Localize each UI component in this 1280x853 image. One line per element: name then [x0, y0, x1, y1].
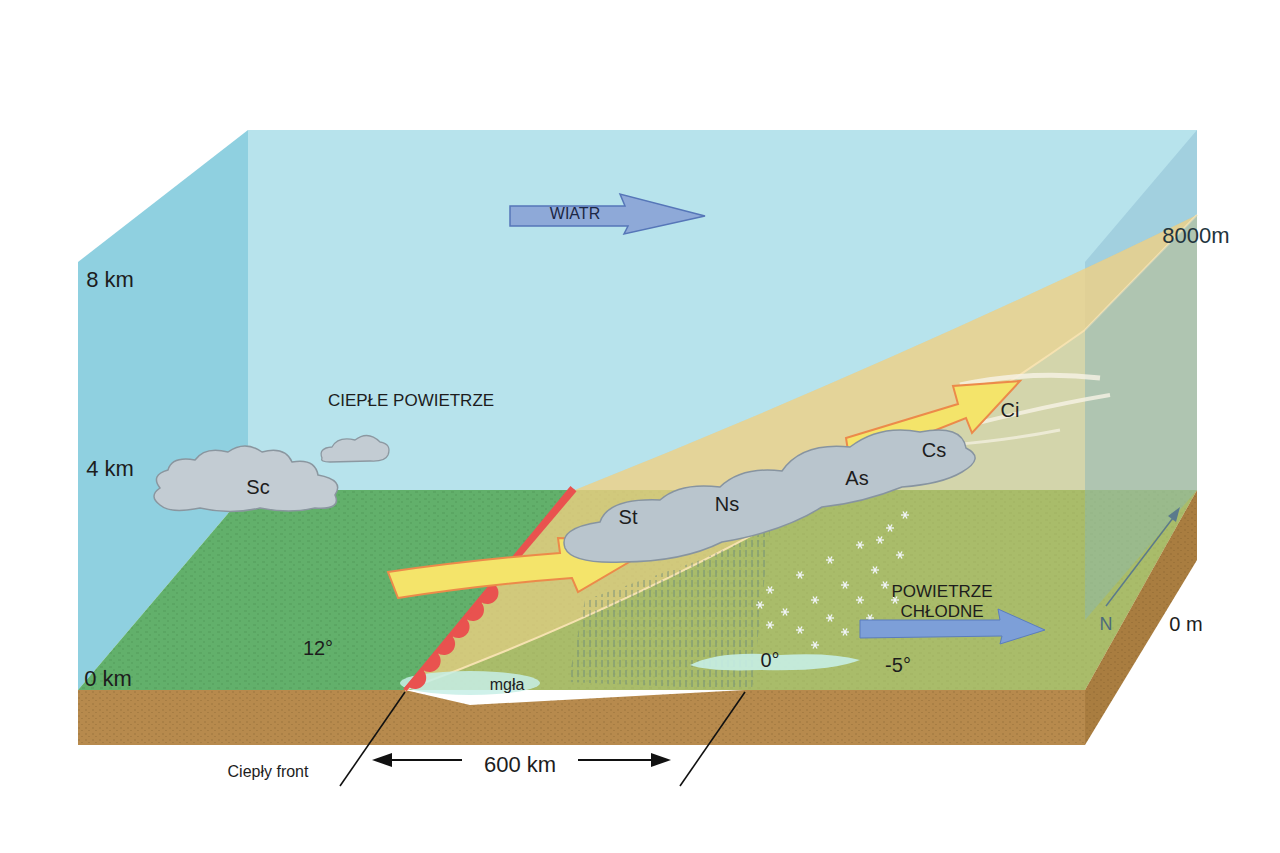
temperature-label: -5° [885, 654, 911, 677]
front-label: Ciepły front [228, 763, 309, 781]
wind-label: WIATR [550, 205, 600, 223]
cloud-label: Sc [246, 476, 269, 499]
snowflake [828, 557, 832, 564]
height-label: 0 km [84, 666, 132, 691]
height-label: 8000m [1162, 223, 1229, 248]
snowflake [798, 627, 802, 634]
snowflake [873, 567, 877, 574]
snowflake [878, 537, 882, 544]
nimbostratus-cloud-system: St Ns As [555, 405, 980, 570]
node-outline [555, 405, 980, 570]
height-label: 0 m [1169, 613, 1202, 636]
snowflake [768, 587, 772, 594]
warm-front-symbol [437, 636, 455, 655]
snowflake [843, 582, 847, 589]
warm-front-symbol [480, 585, 498, 604]
snowflake [783, 609, 787, 616]
cloud-label: St [619, 506, 638, 529]
wind-arrow: WIATR [505, 188, 710, 236]
cloud-label: Cs [922, 439, 946, 462]
warm-front-symbol [451, 619, 469, 638]
snowflake [903, 512, 907, 519]
snowflake [843, 629, 847, 636]
node-outline [145, 425, 355, 520]
warm-front-symbol [466, 602, 484, 621]
compass-label: N [1100, 614, 1113, 635]
snowflake [798, 627, 802, 634]
snowflake [758, 602, 762, 609]
cloud-label: Ci [1001, 399, 1020, 422]
snowflake [873, 567, 877, 574]
snowflake [813, 597, 817, 604]
snowflake [898, 552, 902, 559]
cloud-label: As [845, 467, 868, 490]
snowflake [858, 597, 862, 604]
snowflake [888, 525, 892, 532]
air-mass-label: CIEPŁE POWIETRZE [328, 391, 494, 411]
fog-label: mgła [490, 676, 525, 694]
snowflake [798, 572, 802, 579]
snowflake [888, 525, 892, 532]
snowflake [813, 642, 817, 649]
warm-front-symbol [423, 653, 441, 672]
snowflake [903, 512, 907, 519]
snowflake [858, 542, 862, 549]
snowflake [768, 622, 772, 629]
snowflake [768, 587, 772, 594]
snowflake [828, 615, 832, 622]
snowflake [813, 642, 817, 649]
snowflake [858, 542, 862, 549]
snowflake [828, 557, 832, 564]
snowflake [843, 582, 847, 589]
stratocumulus-cloud: Sc [145, 425, 355, 520]
snowflake [878, 537, 882, 544]
height-label: 8 km [86, 267, 134, 292]
temperature-label: 0° [760, 649, 779, 672]
warm-front-symbol [408, 670, 426, 689]
snowflake [883, 582, 887, 589]
snowflake [768, 622, 772, 629]
snowflake [898, 552, 902, 559]
snowflake [828, 615, 832, 622]
node-outline [505, 188, 710, 236]
snowflake [783, 609, 787, 616]
snowflake [813, 597, 817, 604]
snowflake [843, 629, 847, 636]
temperature-label: 12° [303, 637, 333, 660]
cloud-label: Ns [715, 493, 739, 516]
air-mass-label: POWIETRZE CHŁODNE [877, 582, 1007, 621]
height-label: 4 km [86, 456, 134, 481]
snowflake [883, 582, 887, 589]
dimension-label: 600 km [484, 752, 556, 777]
snowflake [758, 602, 762, 609]
snowflake [858, 597, 862, 604]
snowflake [798, 572, 802, 579]
